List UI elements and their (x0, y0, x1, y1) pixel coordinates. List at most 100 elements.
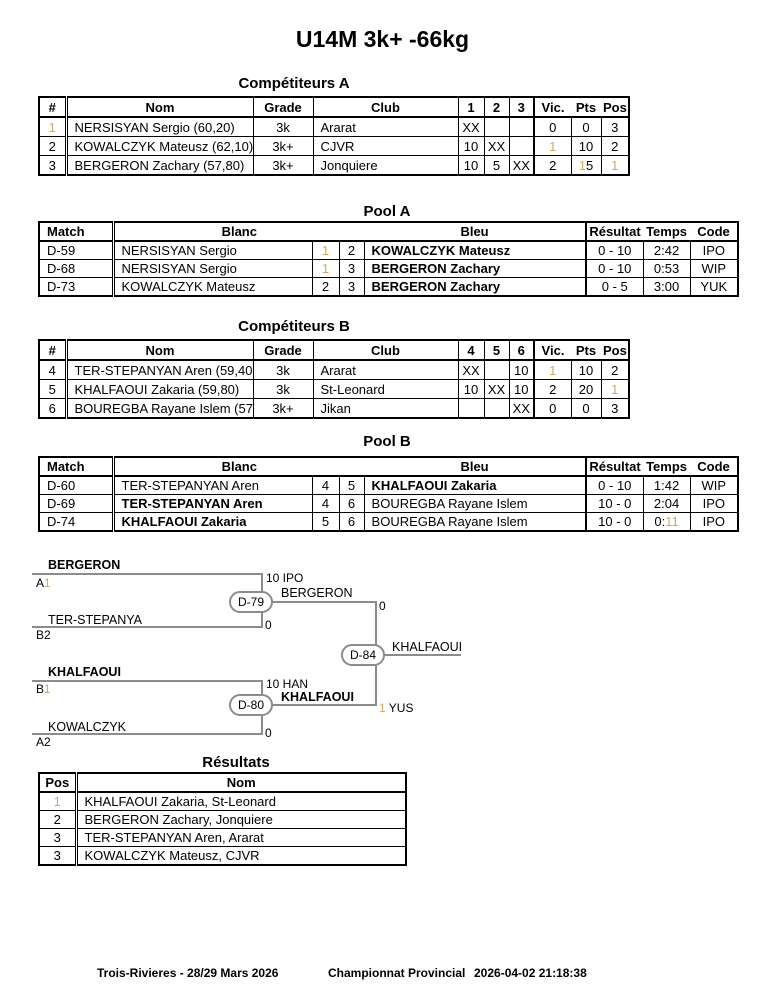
cell: BERGERON Zachary (363, 277, 587, 297)
column-header: Résultat (585, 456, 644, 477)
cell: 10 - 0 (585, 512, 644, 532)
cell: 5 (338, 475, 365, 495)
cell: KOWALCZYK Mateusz (62,10) (65, 136, 254, 156)
column-header: Bleu (364, 456, 587, 477)
sf1-bottom-seed: B2 (36, 628, 51, 642)
cell: NERSISYAN Sergio (112, 240, 313, 260)
sf1-winner: BERGERON (281, 586, 353, 600)
cell: 3:00 (642, 277, 691, 297)
cell: KOWALCZYK Mateusz (112, 277, 313, 297)
sf2-bottom-score: 0 (265, 726, 272, 740)
cell: 6 (338, 494, 365, 513)
cell: 0 (533, 116, 572, 137)
cell: Ararat (312, 359, 459, 380)
cell: XX (457, 116, 485, 137)
cell: CJVR (312, 136, 459, 156)
cell: KHALFAOUI Zakaria (59,80) (65, 379, 254, 399)
column-header: Pos (601, 339, 630, 361)
cell: 2 (38, 810, 78, 829)
cell: 3 (600, 116, 630, 137)
cell: 2 (38, 136, 68, 156)
final-top-score: 0 (379, 599, 386, 613)
cell: XX (457, 359, 485, 380)
cell: 10 (457, 379, 485, 399)
column-header: Code (690, 456, 739, 477)
column-header: Match (38, 456, 115, 477)
cell: XX (508, 398, 535, 419)
cell: XX (483, 136, 510, 156)
sf1-match-badge: D-79 (229, 591, 273, 613)
cell (483, 359, 510, 380)
section-heading-results: Résultats (202, 754, 270, 771)
cell: BOUREGBA Rayane Islem (363, 512, 587, 532)
cell: 3k+ (252, 398, 314, 419)
cell: KHALFAOUI Zakaria (363, 475, 587, 495)
cell: D-69 (38, 494, 115, 513)
final-winner: KHALFAOUI (392, 640, 463, 654)
cell: BOUREGBA Rayane Islem (57, (65, 398, 254, 419)
cell: 4 (311, 475, 340, 495)
cell: TER-STEPANYAN Aren (112, 475, 313, 495)
final-match-badge: D-84 (341, 644, 385, 666)
final-bottom-score: 1 YUS (379, 701, 414, 715)
sf2-match-badge: D-80 (229, 694, 273, 716)
sf2-top-entrant: KHALFAOUI (48, 665, 121, 679)
cell: 1 (533, 359, 572, 380)
cell: 3k+ (252, 136, 314, 156)
cell: Ararat (312, 116, 459, 137)
cell (483, 398, 510, 419)
section-heading-competitors-b: Compétiteurs B (238, 318, 350, 335)
cell: 0 - 5 (585, 277, 644, 297)
cell: Jonquiere (312, 155, 459, 176)
cell: TER-STEPANYAN Aren (112, 494, 313, 513)
cell: 5 (38, 379, 68, 399)
cell: 6 (338, 512, 365, 532)
cell: 0 - 10 (585, 259, 644, 278)
column-header: Match (38, 221, 115, 242)
cell: XX (483, 379, 510, 399)
cell (508, 116, 535, 137)
column-header: Club (312, 96, 459, 118)
footer-venue-date: Trois-Rivieres - 28/29 Mars 2026 (97, 966, 279, 980)
cell: 0:53 (642, 259, 691, 278)
cell: 10 (457, 136, 485, 156)
cell: 0 (533, 398, 572, 419)
cell: 10 - 0 (585, 494, 644, 513)
sf1-bottom-entrant: TER-STEPANYA (48, 613, 142, 627)
footer-championship: Championnat Provincial (328, 966, 466, 980)
cell: 2 (600, 359, 630, 380)
bracket-line (384, 654, 461, 656)
page-title: U14M 3k+ -66kg (295, 26, 470, 52)
cell: IPO (689, 240, 739, 260)
cell: 10 (457, 155, 485, 176)
cell: 1 (533, 136, 572, 156)
bracket-line (32, 733, 263, 735)
column-header: Club (312, 339, 459, 361)
cell: 4 (38, 359, 68, 380)
cell: 3 (38, 846, 78, 866)
cell: Jikan (312, 398, 459, 419)
sf1-bottom-score: 0 (265, 618, 272, 632)
cell: XX (508, 155, 535, 176)
sf1-top-seed: A1 (36, 576, 51, 590)
column-header: Résultat (585, 221, 644, 242)
column-header: Temps (643, 456, 691, 477)
cell: 2 (533, 155, 572, 176)
column-header: Nom (65, 96, 254, 118)
cell: YUK (689, 277, 739, 297)
cell: 1 (38, 791, 78, 811)
cell: D-74 (38, 512, 115, 532)
cell: 3 (38, 828, 78, 847)
